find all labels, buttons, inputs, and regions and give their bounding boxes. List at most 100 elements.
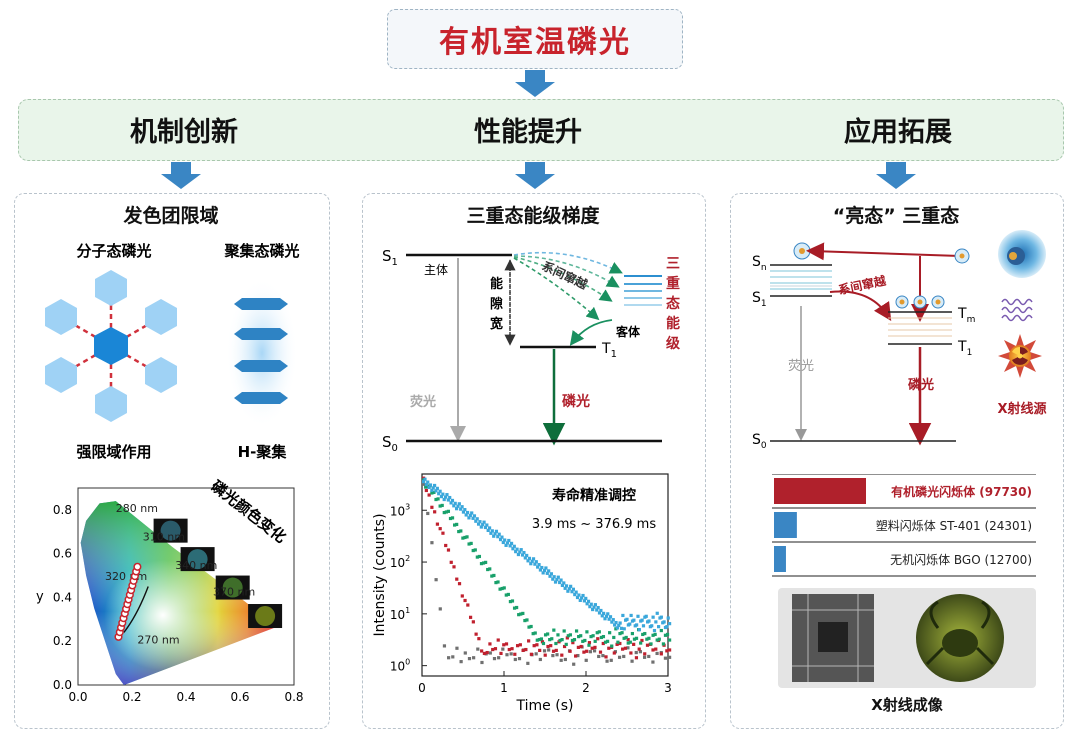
decay-point — [499, 651, 503, 656]
decay-point — [539, 637, 544, 641]
decay-point — [612, 651, 616, 655]
decay-point — [535, 643, 539, 647]
decay-point — [593, 645, 597, 649]
decay-point — [498, 587, 502, 591]
decay-point — [461, 510, 466, 514]
decay-point — [487, 526, 492, 530]
decay-point — [424, 485, 428, 489]
decay-point — [503, 538, 507, 542]
decay-point — [529, 624, 533, 629]
decay-point — [547, 648, 551, 652]
decay-point — [548, 574, 552, 578]
decay-point — [526, 661, 530, 665]
down-arrow-icon — [515, 162, 555, 189]
decay-point — [617, 655, 622, 659]
decay-point — [523, 618, 527, 623]
section-application: 应用拓展 — [844, 117, 952, 148]
decay-point — [615, 626, 619, 630]
decay-point — [428, 483, 433, 487]
decay-point — [544, 566, 548, 570]
decay-point — [616, 640, 620, 644]
decay-point — [536, 565, 540, 569]
decay-point — [490, 574, 494, 578]
decay-point — [507, 538, 511, 543]
h-aggregate-stack — [226, 278, 298, 428]
decay-point — [610, 644, 614, 648]
panel-right-title: “亮态” 三重态 — [832, 205, 960, 227]
decay-point — [501, 540, 505, 545]
down-arrow-icon — [161, 162, 201, 189]
decay-point — [435, 486, 439, 490]
decay-point — [645, 643, 650, 647]
decay-point — [556, 575, 560, 579]
decay-point — [585, 649, 589, 653]
decay-point — [476, 647, 480, 651]
wavelength-label: 310 nm — [143, 531, 185, 544]
cie-y-tick: 0.0 — [53, 678, 72, 692]
scintillator-bar — [774, 512, 797, 538]
cie-y-tick: 0.2 — [53, 634, 72, 648]
decay-point — [634, 656, 639, 660]
fluorescence-label: 荧光 — [410, 394, 436, 410]
decay-point — [556, 633, 560, 637]
decay-point — [450, 516, 455, 520]
decay-point — [505, 653, 509, 657]
decay-point — [518, 643, 522, 647]
decay-point — [597, 611, 602, 615]
decay-y-tick: 103 — [390, 502, 410, 518]
decay-point — [562, 644, 567, 649]
decay-point — [491, 647, 495, 652]
decay-point — [530, 559, 534, 563]
section-performance: 性能提升 — [474, 117, 582, 148]
decay-point — [464, 513, 468, 517]
decay-point — [506, 592, 510, 597]
decay-point — [605, 639, 610, 643]
decay-point — [634, 650, 638, 655]
decay-point — [661, 642, 665, 646]
decay-point — [574, 629, 579, 633]
decay-point — [515, 644, 520, 648]
decay-point — [533, 631, 537, 635]
wavelength-label: 280 nm — [116, 502, 158, 515]
decay-point — [620, 631, 624, 635]
decay-point — [497, 656, 501, 660]
decay-point — [650, 624, 654, 628]
decay-point — [628, 622, 632, 626]
decay-point — [588, 650, 592, 654]
decay-point — [538, 657, 542, 662]
decay-point — [432, 490, 436, 494]
decay-point — [595, 608, 599, 612]
decay-point — [547, 569, 551, 573]
cie-x-tick: 0.0 — [68, 690, 87, 704]
decay-point — [441, 531, 445, 535]
decay-point — [605, 659, 609, 663]
decay-point — [572, 638, 577, 642]
decay-point — [636, 614, 640, 618]
decay-point — [518, 550, 522, 554]
decay-point — [630, 631, 634, 636]
decay-point — [445, 493, 449, 497]
decay-point — [634, 636, 639, 640]
decay-point — [546, 644, 550, 649]
decay-point — [534, 560, 538, 564]
decay-point — [641, 632, 645, 637]
lifetime-annotation: 寿命精准调控 — [552, 487, 636, 504]
decay-point — [588, 605, 592, 609]
decay-point — [654, 647, 658, 651]
decay-point — [563, 586, 567, 590]
decay-point — [482, 520, 486, 524]
decay-point — [657, 637, 661, 641]
decay-point — [494, 581, 498, 585]
decay-point — [659, 615, 663, 619]
decay-point — [448, 516, 453, 521]
decay-point — [452, 565, 456, 569]
color-change-annotation: 磷光颜色变化 — [208, 477, 290, 547]
decay-point — [535, 638, 539, 642]
decay-point — [654, 620, 658, 624]
decay-point — [481, 561, 486, 565]
decay-point — [512, 544, 516, 548]
xray-wave-icon — [1001, 298, 1033, 322]
decay-point — [484, 560, 488, 564]
scintillator-bar — [774, 478, 866, 504]
panel-left-title: 发色团限域 — [123, 205, 219, 227]
